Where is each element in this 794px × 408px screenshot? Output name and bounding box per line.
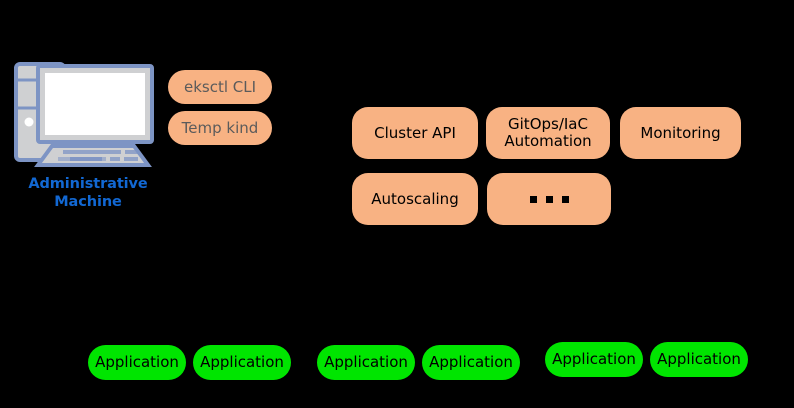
- application-pill[interactable]: Application: [88, 345, 186, 380]
- component-box-cluster-api[interactable]: Cluster API: [352, 107, 478, 159]
- ellipsis-icon: [529, 195, 569, 203]
- tool-pill-temp-kind[interactable]: Temp kind: [168, 111, 272, 145]
- component-box-more-ellipsis[interactable]: [487, 173, 611, 225]
- application-pill[interactable]: Application: [650, 342, 748, 377]
- desktop-computer-icon: [8, 58, 168, 170]
- component-box-gitops-iac-automation[interactable]: GitOps/IaC Automation: [486, 107, 610, 159]
- admin-machine-label: Administrative Machine: [28, 176, 148, 210]
- application-pill[interactable]: Application: [422, 345, 520, 380]
- application-pill[interactable]: Application: [193, 345, 291, 380]
- application-pill[interactable]: Application: [545, 342, 643, 377]
- component-box-monitoring[interactable]: Monitoring: [620, 107, 741, 159]
- component-box-autoscaling[interactable]: Autoscaling: [352, 173, 478, 225]
- application-pill[interactable]: Application: [317, 345, 415, 380]
- tool-pill-eksctl-cli[interactable]: eksctl CLI: [168, 70, 272, 104]
